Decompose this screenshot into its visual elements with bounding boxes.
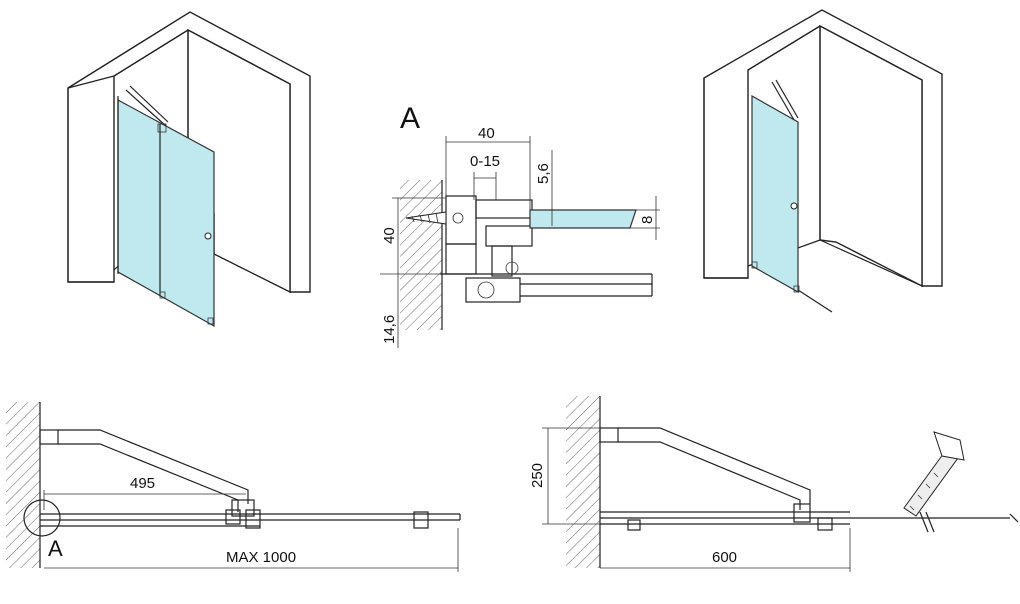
glass-panel — [529, 209, 637, 229]
dim-0-15: 0-15 — [470, 153, 500, 170]
glass-panel — [751, 94, 799, 294]
dim-14-6: 14,6 — [381, 315, 398, 344]
perspective-view-right — [703, 9, 943, 313]
screw-icon — [405, 211, 464, 225]
dim-40-top: 40 — [478, 125, 495, 142]
detail-callout: A — [400, 102, 420, 135]
plan-callout: A — [48, 536, 63, 561]
dim-40-side: 40 — [381, 227, 398, 244]
plan-view-left: A 495 MAX 1000 — [6, 402, 461, 572]
handle-icon — [204, 232, 212, 240]
dim-495: 495 — [130, 475, 155, 492]
saw-icon — [903, 431, 965, 517]
dim-5-6: 5,6 — [535, 163, 552, 184]
perspective-view-left — [67, 11, 311, 328]
plan-view-right: 250 600 — [529, 396, 1019, 572]
dim-250: 250 — [529, 463, 546, 488]
dim-max-1000: MAX 1000 — [226, 549, 296, 566]
detail-a: A 40 — [380, 102, 660, 348]
dim-8: 8 — [639, 216, 656, 224]
dim-600: 600 — [712, 549, 737, 566]
